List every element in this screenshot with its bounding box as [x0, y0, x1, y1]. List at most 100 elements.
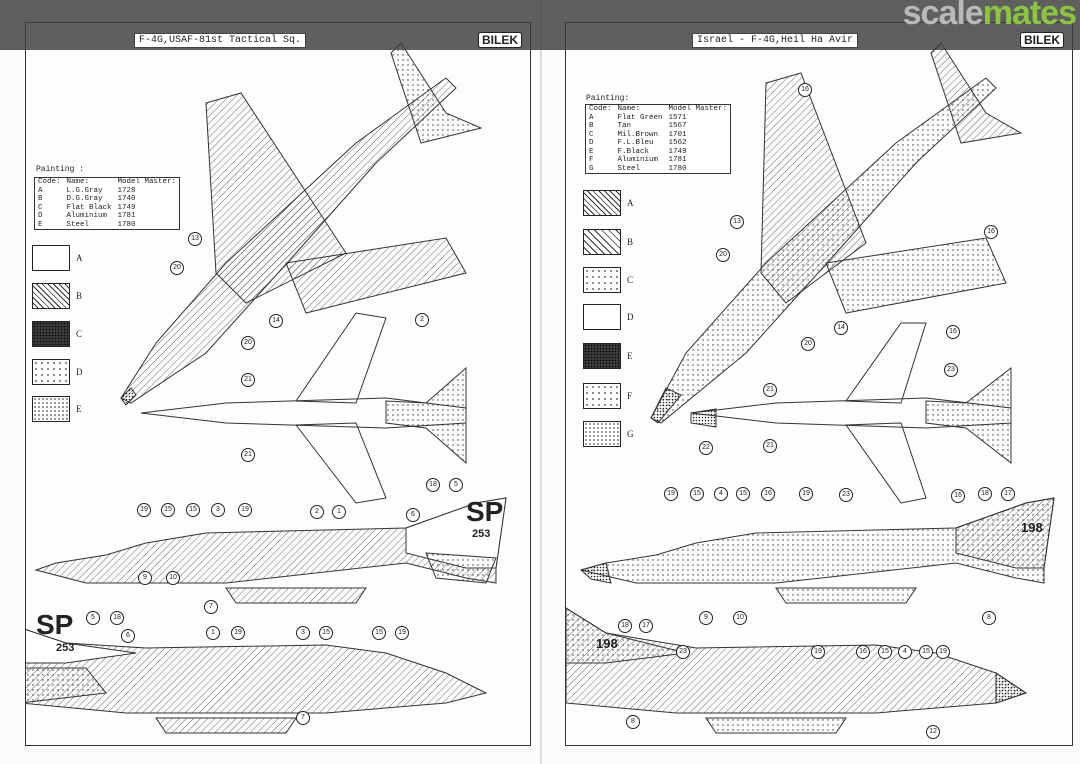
model-master-number: 1740	[117, 195, 136, 203]
paint-name: Tan	[617, 122, 632, 130]
model-master-number: 1780	[668, 164, 687, 173]
callout-number: 21	[241, 373, 255, 387]
callout-number: 6	[406, 508, 420, 522]
callout-number: 3	[296, 626, 310, 640]
callout-number: 16	[984, 225, 998, 239]
model-master-number: 1571	[668, 113, 687, 122]
right-instruction-sheet: 198 198 Israel - F-4G,Heil Ha Avir BILEK…	[565, 22, 1073, 746]
color-swatch-b	[583, 229, 621, 255]
callout-number: 7	[296, 711, 310, 725]
sheet-title: Israel - F-4G,Heil Ha Avir	[692, 33, 859, 48]
color-swatch-b	[32, 283, 70, 309]
callout-number: 7	[204, 600, 218, 614]
column-header: Model Master:	[117, 178, 177, 186]
swatch-label: E	[627, 351, 633, 361]
callout-number: 21	[241, 448, 255, 462]
paint-code: F	[589, 156, 594, 164]
swatch-label: E	[76, 404, 82, 414]
paint-name: Flat Black	[66, 203, 112, 212]
color-swatch-e	[583, 343, 621, 369]
callout-number: 19	[799, 487, 813, 501]
callout-number: 20	[801, 337, 815, 351]
column-header: Code:	[38, 178, 61, 186]
page-fold	[540, 0, 542, 764]
callout-number: 21	[763, 439, 777, 453]
side-view-plane-1	[579, 497, 1055, 604]
table-row: C Flat Black 1749	[35, 204, 180, 213]
color-swatch-d	[32, 359, 70, 385]
callout-number: 14	[269, 314, 283, 328]
callout-number: 15	[319, 626, 333, 640]
model-master-number: 1749	[117, 203, 136, 212]
color-swatch-f	[583, 383, 621, 409]
top-view-plane	[650, 42, 1023, 424]
paint-code: C	[589, 130, 594, 139]
column-header: Name:	[66, 178, 90, 186]
paint-name: Aluminium	[617, 156, 659, 164]
paint-code: C	[38, 203, 43, 212]
color-swatch-g	[583, 421, 621, 447]
callout-number: 19	[811, 645, 825, 659]
callout-number: 19	[137, 503, 151, 517]
swatch-label: D	[627, 312, 634, 322]
table-row: F Aluminium 1781	[586, 156, 731, 165]
swatch-label: B	[76, 291, 83, 301]
paint-name: Steel	[617, 164, 641, 173]
side-view-plane-2	[566, 607, 1028, 734]
callout-number: 23	[944, 363, 958, 377]
swatch-label: A	[627, 198, 634, 208]
callout-number: 15	[736, 487, 750, 501]
sheet-title: F-4G,USAF-81st Tactical Sq.	[134, 33, 307, 48]
callout-number: 16	[951, 489, 965, 503]
table-header-row: Code:Name:Model Master:	[586, 105, 731, 114]
tail-serial-2: 253	[56, 642, 75, 654]
left-instruction-sheet: SP 253 SP 253 F-4G,USAF-81st Tactical Sq…	[25, 22, 531, 746]
swatch-label: D	[76, 367, 83, 377]
tail-serial-2: 198	[596, 636, 618, 651]
callout-number: 16	[798, 83, 812, 97]
column-header: Code:	[589, 105, 612, 113]
callout-number: 15	[878, 645, 892, 659]
callout-number: 15	[186, 503, 200, 517]
side-view-plane-1	[34, 497, 507, 604]
paint-name: F.Black	[617, 147, 650, 156]
paint-name: L.G.Gray	[66, 186, 103, 195]
callout-number: 22	[699, 441, 713, 455]
swatch-label: F	[627, 391, 633, 401]
callout-number: 5	[449, 478, 463, 492]
color-swatch-e	[32, 396, 70, 422]
callout-number: 15	[161, 503, 175, 517]
model-master-number: 1562	[668, 139, 687, 147]
callout-number: 23	[676, 645, 690, 659]
table-header-row: Code: Name: Model Master:	[35, 178, 180, 187]
color-swatch-c	[32, 321, 70, 347]
callout-number: 15	[690, 487, 704, 501]
callout-number: 18	[978, 487, 992, 501]
model-master-number: 1781	[668, 156, 687, 164]
callout-number: 16	[856, 645, 870, 659]
callout-number: 15	[372, 626, 386, 640]
painting-label: Painting:	[586, 94, 630, 103]
callout-number: 8	[982, 611, 996, 625]
paint-code: A	[589, 113, 594, 122]
callout-number: 21	[763, 383, 777, 397]
side-view-plane-2	[26, 629, 488, 734]
callout-number: 5	[86, 611, 100, 625]
swatch-label: C	[627, 275, 634, 285]
color-swatch-a	[583, 190, 621, 216]
paint-name: Aluminium	[66, 212, 108, 220]
model-master-number: 1567	[668, 122, 687, 130]
callout-number: 10	[733, 611, 747, 625]
callout-number: 3	[211, 503, 225, 517]
callout-number: 1	[332, 505, 346, 519]
callout-number: 14	[834, 321, 848, 335]
